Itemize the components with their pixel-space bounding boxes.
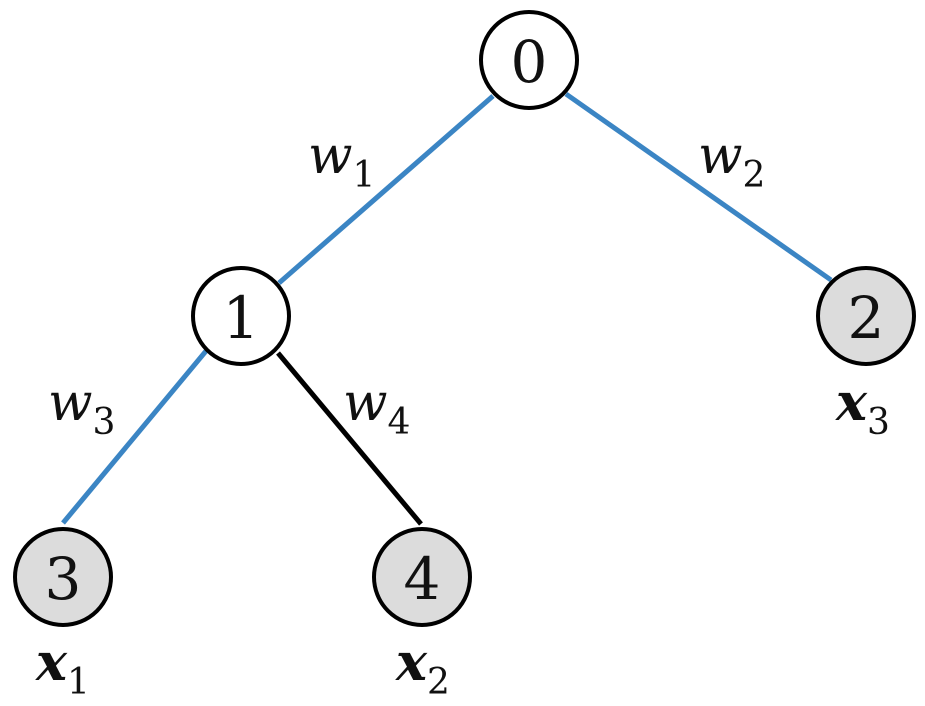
edge-1-3 [61, 349, 208, 525]
leaf-label-x2: x2 [395, 632, 450, 703]
edge-label-w4: w4 [343, 373, 410, 443]
node-4-label: 4 [404, 545, 441, 613]
node-4: 4 [372, 527, 472, 627]
node-2: 2 [816, 266, 916, 366]
leaf-label-x1: x1 [35, 632, 90, 703]
leaf-label-x3: x3 [835, 372, 890, 443]
edge-0-2 [564, 91, 833, 283]
node-3-label: 3 [45, 545, 82, 613]
node-3: 3 [13, 527, 113, 627]
edge-label-w1: w1 [308, 126, 375, 196]
node-1: 1 [191, 266, 291, 366]
node-2-label: 2 [848, 284, 885, 352]
node-0: 0 [479, 10, 579, 110]
edge-0-1 [277, 94, 495, 285]
edge-label-w2: w2 [698, 126, 765, 196]
node-0-label: 0 [511, 28, 548, 96]
node-1-label: 1 [223, 284, 260, 352]
edge-label-w3: w3 [48, 373, 115, 443]
edge-1-4 [276, 351, 423, 526]
